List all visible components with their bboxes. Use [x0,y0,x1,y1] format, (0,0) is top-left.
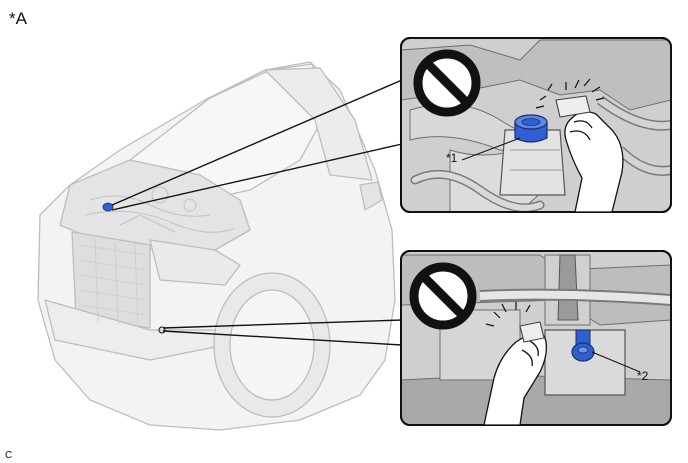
drain-cock-icon [571,329,595,362]
reservoir-cap-small [102,202,114,212]
prohibition-icon-bottom [409,262,477,330]
prohibition-icon [413,49,481,117]
drain-plug-in-hand [519,321,545,343]
callout-1-leader [461,137,521,161]
vehicle-front-illustration [37,61,396,431]
corner-code-label: C [5,450,13,461]
leader-lines [111,79,403,346]
radiator-core [79,237,146,327]
drain-plug-marker [158,326,166,334]
callout-2-leader [591,351,641,373]
view-label: *A [9,9,27,28]
pressure-burst-marks-bottom [485,302,531,327]
radiator-cap-icon [514,114,548,143]
pressure-burst-marks [535,78,605,109]
engine-components [84,186,236,233]
callout-1-label: *1 [446,151,458,165]
callout-2-label: *2 [637,369,649,383]
cap-in-hand [555,95,591,118]
